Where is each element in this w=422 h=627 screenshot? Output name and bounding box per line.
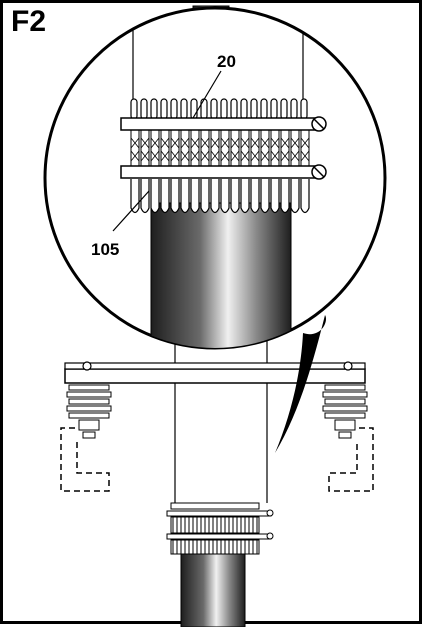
upper-screw-icon (311, 116, 327, 132)
leader-105 (112, 190, 150, 232)
magnified-shaft (150, 202, 292, 348)
lower-clamp-bar (120, 165, 318, 179)
callout-20: 20 (217, 52, 236, 71)
lower-screw-icon (311, 164, 327, 180)
left-bracket-dashed (60, 427, 110, 492)
figure-label: F2 (11, 5, 47, 38)
magnified-detail (120, 8, 327, 348)
small-brush-stripes (172, 517, 258, 554)
crossbar-plate (64, 361, 366, 384)
diagram-svg: 20 105 (43, 5, 387, 627)
bottom-shaft (180, 542, 246, 627)
right-bracket-dashed (328, 427, 374, 492)
left-bellows (66, 384, 112, 439)
callout-105: 105 (91, 240, 119, 259)
upper-clamp-bar (120, 117, 318, 131)
magnified-brush (130, 98, 310, 214)
magnifier-tail (275, 315, 327, 453)
leader-20 (192, 70, 222, 119)
right-bellows (322, 384, 368, 439)
